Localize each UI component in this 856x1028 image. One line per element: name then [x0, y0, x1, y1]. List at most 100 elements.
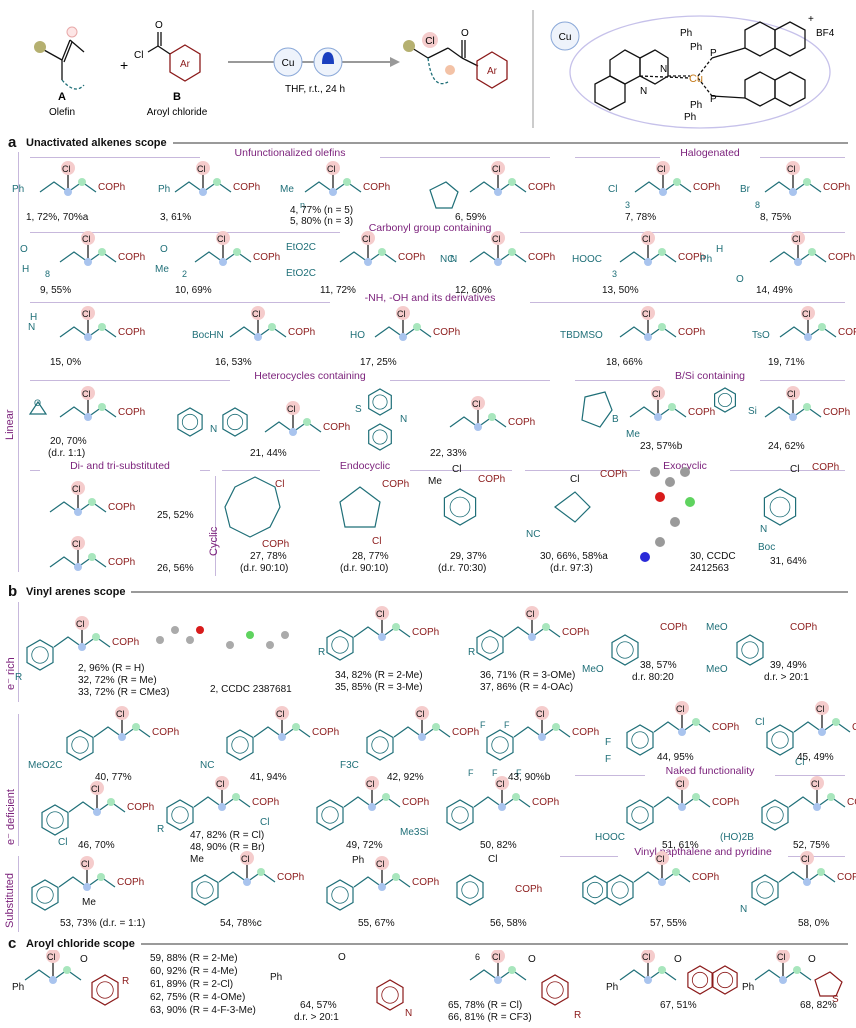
m21-ring-1 — [177, 407, 203, 437]
m1-ph: Ph — [12, 184, 24, 195]
m24-green-dot — [803, 403, 811, 411]
m6-cyclopentyl — [429, 181, 459, 209]
erich-bracket — [18, 602, 19, 702]
b58-coph-label: COPh — [837, 872, 856, 883]
complex-outline — [569, 15, 831, 129]
m16-cl-label: Cl — [252, 309, 261, 319]
b57-ring — [606, 874, 634, 906]
unfunc-title: Unfunctionalized olefins — [200, 147, 380, 159]
m10-cl-circle — [216, 231, 230, 245]
b34-blue-dot — [378, 633, 386, 641]
b51-coph-label: COPh — [712, 797, 739, 808]
label-c62: 62, 75% (R = 4-OMe) — [150, 992, 246, 1003]
label-c59: 59, 88% (R = 2-Me) — [150, 953, 238, 964]
m21-ring-2 — [222, 407, 248, 437]
label-c16: 16, 53% — [215, 357, 252, 368]
m29-cyclohexane — [443, 488, 477, 526]
label-c56: 56, 58% — [490, 918, 527, 929]
m8-coph-label: COPh — [823, 182, 850, 193]
m10-me: Me — [155, 264, 169, 275]
c67-ph: Ph — [606, 982, 618, 993]
endo-title: Endocyclic — [320, 460, 410, 472]
m17-coph-label: COPh — [433, 327, 460, 338]
b43-ring — [486, 729, 514, 761]
c68-green-dot — [793, 966, 801, 974]
m9-n: 8 — [45, 269, 50, 279]
naked-title: Naked functionality — [645, 765, 775, 777]
c68-s: S — [832, 994, 839, 1005]
b39-ring — [736, 634, 764, 666]
conditions-label: THF, r.t., 24 h — [285, 84, 345, 95]
label-c67: 67, 51% — [660, 1000, 697, 1011]
b51-ring-inner — [631, 806, 649, 824]
b40-ring — [66, 729, 94, 761]
c64-aroyl — [376, 979, 404, 1011]
m11-coph-label: COPh — [398, 252, 425, 263]
m19-blue-dot — [804, 333, 812, 341]
label-c21: 21, 44% — [250, 448, 287, 459]
b46-cl-circle — [90, 781, 104, 795]
c59-aroyl-inner — [96, 981, 114, 999]
label-c10: 10, 69% — [175, 285, 212, 296]
charge-label: + — [808, 14, 814, 25]
b52-ring-inner — [766, 806, 784, 824]
m22-n: N — [400, 414, 407, 425]
b54-green-dot — [257, 868, 265, 876]
m31-piperidine-inner — [769, 496, 791, 518]
c68-ph: Ph — [742, 982, 754, 993]
section-b-header: b Vinyl arenes scope — [8, 583, 848, 600]
b55-ring-inner — [331, 886, 349, 904]
m10-blue-dot — [219, 258, 227, 266]
cu-center-label: Cu — [689, 73, 703, 85]
b47-ring-inner — [171, 806, 189, 824]
section-a-rule — [172, 141, 848, 144]
label-c54: 54, 78%c — [220, 918, 262, 929]
m23-cl-circle — [651, 386, 665, 400]
label-c64: 64, 57% — [300, 1000, 337, 1011]
m22-green-dot — [488, 413, 496, 421]
ph-label-4: Ph — [684, 112, 696, 123]
plus-sign: + — [120, 57, 128, 73]
m21-green-dot — [303, 418, 311, 426]
m26-coph-label: COPh — [108, 557, 135, 568]
b41-cl-label: Cl — [276, 709, 285, 719]
m22-cl-circle — [471, 396, 485, 410]
c59-o: O — [80, 954, 88, 965]
b51-cl-label: Cl — [676, 779, 685, 789]
m21-cl-circle — [286, 401, 300, 415]
m31-coph: COPh — [812, 462, 839, 473]
b55-coph-label: COPh — [412, 877, 439, 888]
section-c-header: c Aroyl chloride scope — [8, 935, 848, 952]
c68-cl-label: Cl — [777, 952, 786, 962]
b45-blue-dot — [818, 728, 826, 736]
blue-led-icon — [322, 52, 334, 64]
c67-nap-2 — [712, 965, 738, 995]
b36-coph-label: COPh — [562, 627, 589, 638]
cyclic-bracket — [215, 476, 216, 576]
b56-indane-inner — [461, 881, 479, 899]
b55-blue-dot — [378, 883, 386, 891]
b2-green-dot — [92, 633, 100, 641]
m13-cl-label: Cl — [642, 234, 651, 244]
xray-2-atom-5 — [246, 631, 254, 639]
b47-green-dot — [232, 793, 240, 801]
m21-ring-1-inner — [181, 413, 199, 431]
label-c66: 66, 81% (R = CF3) — [448, 1012, 532, 1023]
b40-green-dot — [132, 723, 140, 731]
m24-phenyl — [713, 387, 737, 413]
m16-coph-label: COPh — [288, 327, 315, 338]
m10-cl-label: Cl — [217, 234, 226, 244]
m17-cl-circle — [396, 306, 410, 320]
m7-cl-label: Cl — [657, 164, 666, 174]
m4-coph-label: COPh — [363, 182, 390, 193]
m14-cl-circle — [791, 231, 805, 245]
b49-coph-label: COPh — [402, 797, 429, 808]
b36-blue-dot — [528, 633, 536, 641]
cu-catalyst-label: Cu — [282, 58, 295, 69]
m15-cl-label: Cl — [82, 309, 91, 319]
aroyl-ar-label: Ar — [180, 59, 191, 70]
m29-cl: Cl — [452, 464, 461, 475]
m22-s: S — [355, 404, 362, 415]
b41-ring — [226, 729, 254, 761]
m12-nc-n: N — [450, 254, 457, 265]
